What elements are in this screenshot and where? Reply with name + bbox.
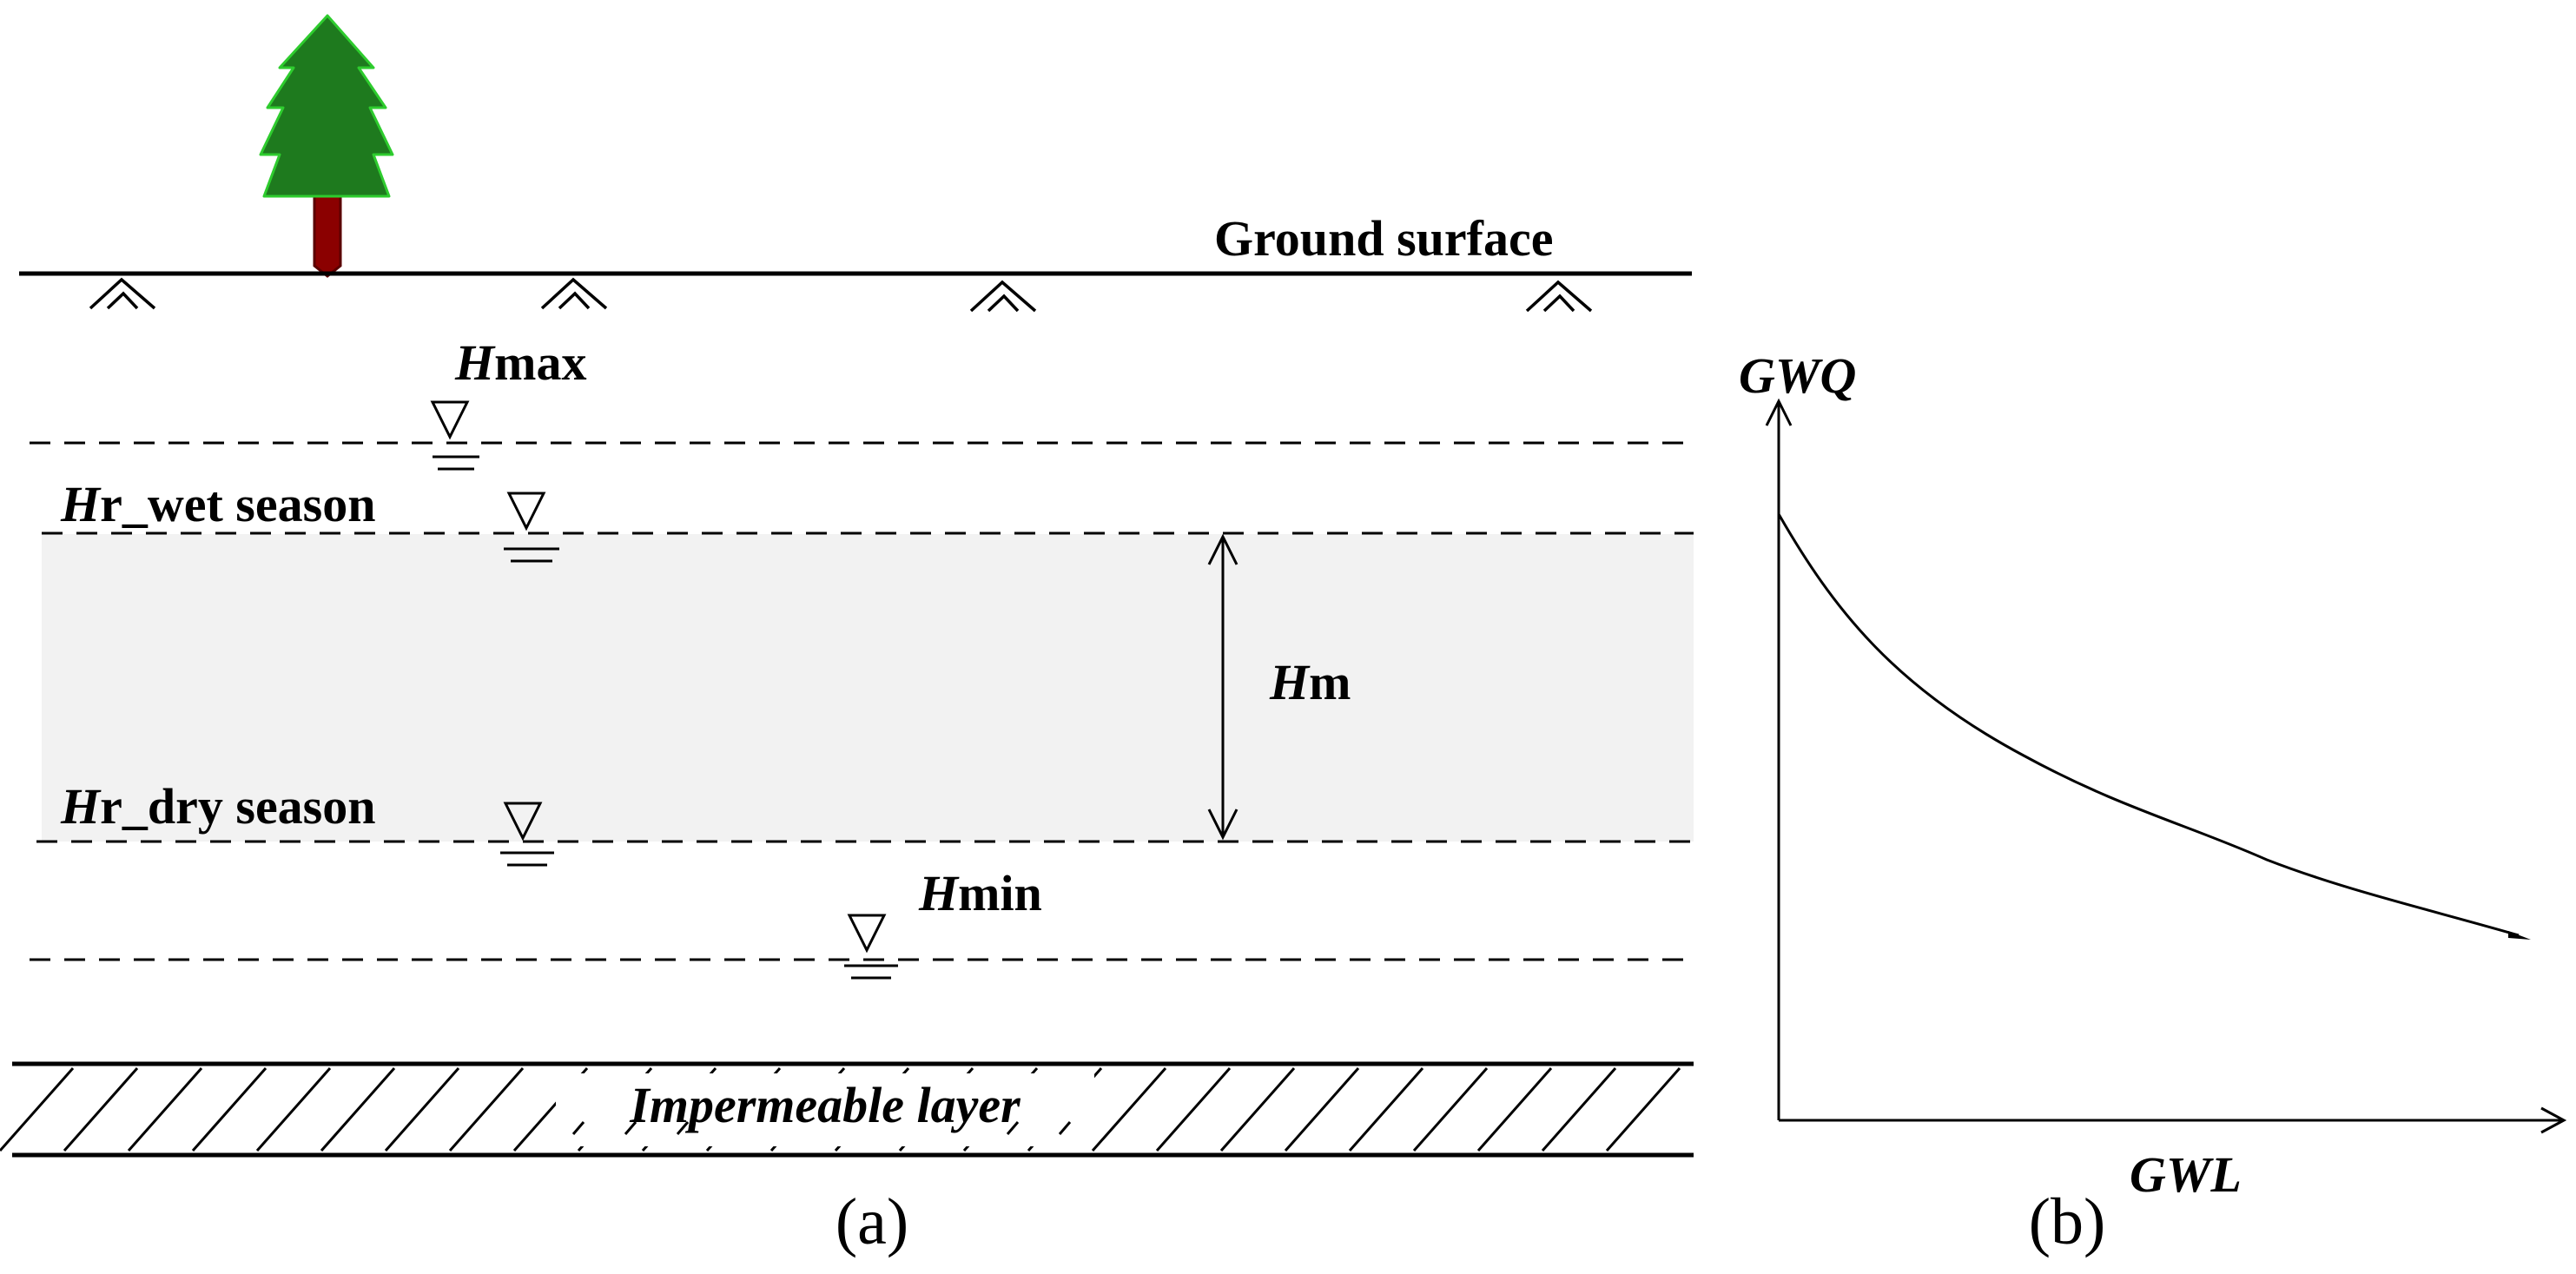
hatch-line — [1091, 1067, 1167, 1152]
panel-a: Ground surface Hmax Hr_wet season — [0, 14, 1694, 1258]
hatch-line — [127, 1067, 203, 1152]
hatch-line — [0, 1067, 75, 1152]
soil-hatch-marks — [89, 277, 1593, 313]
caption-b: (b) — [2029, 1185, 2106, 1258]
hatch-line — [448, 1067, 525, 1152]
hatch-line — [1284, 1067, 1360, 1152]
x-axis-label: GWL — [2130, 1146, 2242, 1203]
hr-wet-season-label: Hr_wet season — [60, 476, 375, 532]
y-axis-label: GWQ — [1739, 347, 1856, 404]
gwq-gwl-curve — [1777, 513, 2520, 937]
x-axis-arrowhead — [2540, 1106, 2567, 1134]
hatch-line — [255, 1067, 332, 1152]
panel-b: GWQ GWL (b) — [1739, 347, 2567, 1258]
impermeable-layer: Impermeable layer — [0, 1061, 1694, 1158]
hatch-line — [1219, 1067, 1296, 1152]
hmin-label: Hmin — [918, 865, 1042, 921]
water-table-symbol-dry — [500, 802, 554, 867]
hatch-line — [384, 1067, 460, 1152]
hatch-line — [1155, 1067, 1232, 1152]
hatch-line — [1348, 1067, 1424, 1152]
hm-dimension-arrow — [1207, 533, 1238, 841]
hatch-line — [1541, 1067, 1617, 1152]
y-axis-arrowhead — [1765, 398, 1793, 426]
water-table-symbol-hmin — [844, 914, 898, 980]
hatch-line — [1412, 1067, 1489, 1152]
hatch-line — [63, 1067, 139, 1152]
water-table-symbol-hmax — [430, 400, 479, 471]
caption-a: (a) — [836, 1185, 908, 1258]
water-table-symbol-wet — [504, 492, 559, 563]
hatch-line — [1605, 1067, 1681, 1152]
ground-surface-label: Ground surface — [1214, 210, 1553, 267]
hatch-line — [1476, 1067, 1553, 1152]
hm-label: Hm — [1269, 654, 1351, 710]
impermeable-layer-label: Impermeable layer — [629, 1077, 1020, 1133]
tree-icon — [259, 14, 394, 278]
hatch-line — [320, 1067, 396, 1152]
hr-dry-season-label: Hr_dry season — [60, 778, 376, 835]
hmax-label: Hmax — [454, 334, 586, 391]
fluctuation-zone — [42, 534, 1694, 842]
hatch-line — [191, 1067, 268, 1152]
